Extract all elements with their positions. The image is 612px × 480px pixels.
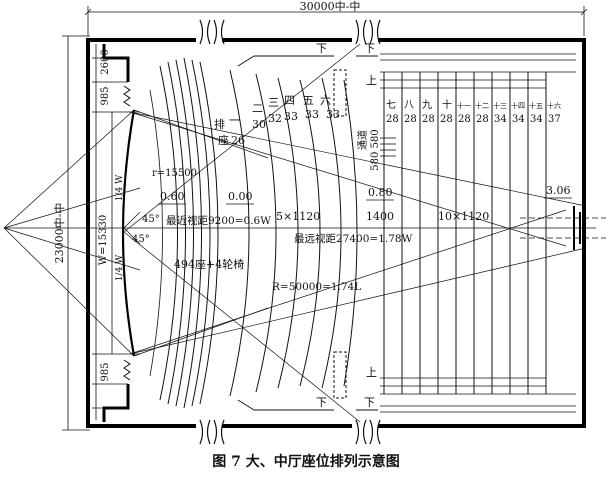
rear-row-11-seats: 28 [458, 114, 471, 125]
overall-depth-label: 23000中-中 [53, 203, 66, 264]
rear-row-10-seats: 28 [440, 114, 453, 125]
seat-word: 座 [218, 133, 229, 147]
radius-large-label: R=50000=1.74L [272, 281, 361, 293]
slope-0-60: 0.60 [160, 190, 185, 203]
dim-w-value: W=15330 [98, 215, 109, 265]
down-label-top-right: 下 [364, 42, 375, 55]
rear-row-11-label: 十一 [457, 101, 471, 110]
rear-row-14-label: 十四 [511, 101, 525, 110]
center-axis-dashes [520, 217, 606, 239]
rear-step-bands-top [380, 53, 576, 89]
rear-row-16-seats: 37 [548, 114, 561, 125]
front-row-6-seats: 33 [326, 108, 340, 121]
up-label-bottom: 上 [366, 366, 377, 379]
front-row-5-seats: 33 [305, 108, 319, 121]
front-row-4-seats: 33 [284, 110, 298, 123]
farthest-view-label: 最远视距27400=1.78W [294, 232, 413, 245]
speaker-top [123, 85, 131, 107]
front-seating-arcs [159, 57, 358, 409]
aisle-word: 通道 [356, 130, 369, 150]
front-row-6-label: 六 [320, 94, 331, 107]
screen-wall-bottom [102, 384, 130, 422]
inner-radius-arc [149, 89, 163, 377]
nearest-view-label: 最近视距9200=0.6W [166, 214, 271, 227]
projection-ports [573, 206, 581, 250]
angle-markers [123, 211, 141, 245]
slope-3-06: 3.06 [546, 184, 571, 197]
front-row-labels: 排 座 一 26 二 30 三 32 四 33 五 33 六 33 [214, 94, 340, 147]
rear-step-bands-bottom [380, 377, 576, 413]
front-row-1-label: 一 [229, 114, 240, 127]
dim-985-top: 985 [100, 86, 111, 105]
rear-row-12-label: 十二 [475, 101, 489, 110]
rear-row-15-seats: 34 [530, 114, 543, 125]
angle-top-label: 45° [142, 214, 160, 225]
rear-row-8-label: 八 [404, 100, 414, 111]
rear-row-15-label: 十五 [529, 101, 543, 110]
door-top-left [199, 19, 225, 45]
front-row-3-label: 三 [268, 96, 279, 109]
rear-row-10-label: 十 [442, 98, 452, 111]
dim-2600-top: 2600 [100, 49, 111, 74]
aisle-width: 580 580 [370, 129, 381, 170]
rear-row-7-label: 七 [386, 99, 396, 111]
rear-row-labels: 七 28 八 28 九 28 十 28 十一 28 十二 28 十三 34 十四… [386, 98, 561, 125]
aisle-gap-dim: 1400 [366, 210, 394, 223]
speaker-bottom [123, 359, 131, 381]
rear-row-14-seats: 34 [512, 114, 525, 125]
figure-caption: 图 7 大、中厅座位排列示意图 [212, 454, 400, 470]
overall-width-dimension [84, 6, 588, 36]
stair-arrows [237, 55, 378, 411]
down-label-top-left: 下 [316, 42, 327, 55]
down-label-bottom-left: 下 [316, 396, 327, 409]
rear-row-12-seats: 28 [476, 114, 489, 125]
screen-curve [121, 109, 136, 357]
front-row-2-label: 二 [252, 102, 263, 115]
door-top-right [355, 19, 381, 45]
slope-underlines [158, 197, 572, 205]
radius-small-label: r=15500 [152, 168, 197, 179]
up-label-top: 上 [366, 74, 377, 87]
dim-quarter-w-top: 1/4 W [115, 174, 125, 201]
door-bottom-right [355, 419, 381, 445]
row-word: 排 [214, 117, 225, 131]
rear-row-9-label: 九 [422, 99, 432, 111]
front-row-4-label: 四 [284, 94, 295, 107]
dim-quarter-w-bottom: 1/4 W [115, 254, 125, 281]
rear-seating-rows [383, 72, 547, 394]
hall-walls [86, 38, 586, 428]
rear-row-16-label: 十六 [547, 101, 561, 110]
seat-count-total: 494座+4轮椅 [174, 257, 244, 271]
dim-985-bottom: 985 [100, 362, 111, 381]
door-bottom-left [199, 419, 225, 445]
first-section-dim: 5×1120 [276, 210, 320, 223]
left-dimension-lines [92, 44, 140, 420]
overall-depth-dimension [62, 35, 90, 431]
overall-width-label: 30000中-中 [300, 0, 361, 13]
rear-row-9-seats: 28 [422, 114, 435, 125]
slope-0-80: 0.80 [368, 186, 393, 199]
rear-row-7-seats: 28 [386, 114, 399, 125]
down-label-bottom-right: 下 [364, 396, 375, 409]
second-section-dim: 10×1120 [438, 210, 489, 223]
front-side-steps [333, 69, 347, 399]
rear-row-13-label: 十三 [493, 101, 507, 110]
angle-bottom-label: 45° [132, 234, 150, 245]
rear-row-13-seats: 34 [494, 114, 507, 125]
slope-0-00: 0.00 [228, 190, 253, 203]
rear-row-8-seats: 28 [404, 114, 417, 125]
front-row-2-seats: 30 [252, 118, 266, 131]
front-row-5-label: 五 [303, 94, 314, 107]
front-row-3-seats: 32 [268, 112, 282, 125]
front-row-1-seats: 26 [231, 134, 245, 147]
aisle-hatch [380, 137, 396, 157]
